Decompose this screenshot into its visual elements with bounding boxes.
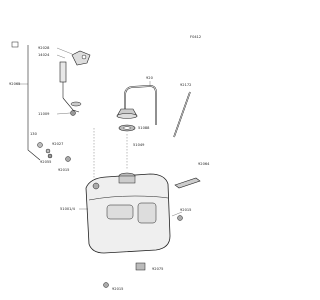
label-92015b: 92015 xyxy=(180,208,191,212)
nut-92015b xyxy=(177,215,183,221)
rubber-pad-92064 xyxy=(174,177,201,189)
label-92075: 92075 xyxy=(152,267,163,271)
label-92065: 92065 xyxy=(9,82,20,86)
strap-92172-inner xyxy=(173,91,191,138)
float xyxy=(70,101,82,107)
tank-seam xyxy=(88,195,169,201)
filler-neck-body xyxy=(118,175,136,184)
oring-92055 xyxy=(47,153,53,159)
leader-11009 xyxy=(56,112,71,115)
label-92064: 92064 xyxy=(198,162,210,166)
washer-92027 xyxy=(45,148,51,154)
fuel-tank-exploded-view: F0412 92028 14024 92065 11009 130 92027 … xyxy=(9,35,210,291)
bolt-130 xyxy=(37,142,43,148)
label-51049: 51049 xyxy=(133,143,145,147)
breather-hose xyxy=(124,85,157,125)
sender-body xyxy=(59,61,67,83)
nut-92015c xyxy=(103,282,109,288)
label-92028: 92028 xyxy=(38,46,50,50)
nut-92015 xyxy=(65,156,71,162)
label-92015: 92015 xyxy=(58,168,69,172)
sender-clip xyxy=(71,50,91,66)
label-92015c: 92015 xyxy=(112,287,123,291)
label-920: 920 xyxy=(146,76,154,80)
fuel-tank xyxy=(85,172,171,254)
sender-port xyxy=(92,182,100,190)
label-92055: 92055 xyxy=(40,160,51,164)
cap-gasket-hole xyxy=(123,126,131,130)
label-11009: 11009 xyxy=(38,112,50,116)
label-130: 130 xyxy=(30,132,38,136)
leader-14024 xyxy=(56,54,66,59)
hand-icon xyxy=(11,41,19,48)
sender-screw xyxy=(81,54,87,60)
label-92027: 92027 xyxy=(52,142,63,146)
float-arm xyxy=(62,97,80,113)
tank-recess-right xyxy=(137,202,157,224)
page-code: F0412 xyxy=(190,35,201,39)
breather-hose-inner xyxy=(124,85,157,125)
leader-92028 xyxy=(56,47,73,55)
fuel-cap-rim xyxy=(116,113,138,119)
tank-recess xyxy=(106,204,134,220)
parts-diagram: F0412 92028 14024 92065 11009 130 92027 … xyxy=(9,35,210,291)
label-14024: 14024 xyxy=(38,53,50,57)
sender-terminal xyxy=(70,110,76,116)
label-92172: 92172 xyxy=(180,83,191,87)
leader-92015b xyxy=(171,211,183,217)
label-51001-4: 51001/4 xyxy=(60,207,76,211)
group-bracket xyxy=(27,45,41,161)
fuel-sender-group xyxy=(11,41,91,161)
label-51088: 51088 xyxy=(138,126,150,130)
damper-92075 xyxy=(135,262,146,271)
